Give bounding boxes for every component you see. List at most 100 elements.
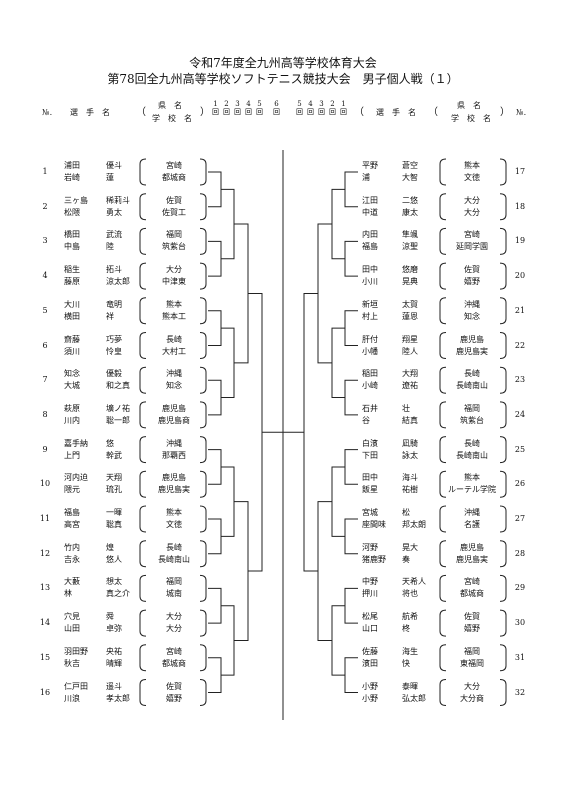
player2-last-name: 押川 xyxy=(362,589,378,599)
bracket-line xyxy=(234,223,249,364)
player1-first-name: 竜明 xyxy=(106,299,122,309)
round-label: 2回 xyxy=(329,100,336,116)
header-school-left: 学 校 名 xyxy=(152,114,192,123)
bracket-line xyxy=(221,188,235,260)
player2-first-name: 康太 xyxy=(402,207,418,217)
player2-first-name: 大智 xyxy=(402,173,418,182)
player2-first-name: 祐樹 xyxy=(402,485,418,495)
school-paren-open xyxy=(139,644,147,672)
player2-first-name: 結真 xyxy=(402,415,418,425)
player2-first-name: 詠太 xyxy=(402,450,418,460)
prefecture: 福岡 xyxy=(166,230,182,240)
school-paren-close xyxy=(199,158,207,186)
player2-first-name: 快 xyxy=(402,658,410,668)
player1-last-name: 福島 xyxy=(64,508,80,517)
school-paren-open xyxy=(439,644,447,672)
round-label: 4回 xyxy=(245,100,252,116)
school-name: 筑紫台 xyxy=(162,242,186,252)
player1-first-name: 想太 xyxy=(106,577,122,587)
player2-last-name: 上門 xyxy=(64,450,80,460)
player2-last-name: 福島 xyxy=(362,242,378,252)
school-name: 延岡学園 xyxy=(456,242,488,252)
school-paren-close xyxy=(199,366,207,394)
school-paren-open xyxy=(139,609,147,637)
prefecture: 大分 xyxy=(464,681,480,691)
player2-first-name: 和之真 xyxy=(106,381,130,391)
player1-last-name: 嘉手納 xyxy=(64,438,88,448)
player1-first-name: 凪騎 xyxy=(402,438,418,448)
prefecture: 佐賀 xyxy=(464,265,480,275)
player2-last-name: 濱田 xyxy=(362,658,378,668)
school-name: 大分商 xyxy=(460,693,484,703)
player2-last-name: 林 xyxy=(64,589,72,599)
round-label: 1回 xyxy=(340,100,347,116)
school-name: 鹿児島商 xyxy=(158,415,190,425)
prefecture: 長崎 xyxy=(166,542,182,552)
school-paren-close xyxy=(199,540,207,568)
school-paren-open xyxy=(439,158,447,186)
entry-number: 16 xyxy=(39,687,51,697)
bracket-line xyxy=(208,379,222,416)
player2-first-name: 涼聖 xyxy=(402,242,418,252)
prefecture: 長崎 xyxy=(464,438,480,448)
header-paren-open-right: （ xyxy=(354,107,364,118)
school-name: 都城商 xyxy=(460,589,484,599)
entry-number: 21 xyxy=(514,305,526,315)
school-paren-open xyxy=(139,366,147,394)
player1-first-name: 二悠 xyxy=(402,195,418,205)
entry-number: 9 xyxy=(42,444,48,454)
player1-last-name: 内田 xyxy=(362,230,378,240)
school-paren-close xyxy=(499,574,507,602)
player1-last-name: 知念 xyxy=(64,369,80,379)
school-paren-open xyxy=(139,158,147,186)
school-name: 東福岡 xyxy=(460,658,484,668)
player1-first-name: 大翔 xyxy=(402,369,418,379)
bracket-line xyxy=(208,518,222,555)
school-paren-open xyxy=(139,540,147,568)
prefecture: 宮崎 xyxy=(166,646,182,656)
school-paren-open xyxy=(439,332,447,359)
player1-last-name: 白濱 xyxy=(362,438,378,448)
player1-last-name: 齋藤 xyxy=(64,334,80,344)
header-player-left: 選 手 名 xyxy=(70,108,110,117)
player1-last-name: 穴見 xyxy=(64,612,80,622)
school-paren-close xyxy=(499,401,507,429)
prefecture: 宮崎 xyxy=(464,230,480,240)
school-name: 都城商 xyxy=(162,173,186,182)
player1-last-name: 田中 xyxy=(362,473,378,483)
entry-number: 7 xyxy=(42,375,48,385)
player2-last-name: 須川 xyxy=(64,346,80,356)
player1-first-name: 壙ノ祐 xyxy=(106,403,130,413)
entry-number: 20 xyxy=(514,271,526,281)
player2-first-name: 孝太郎 xyxy=(106,693,130,703)
player2-last-name: 藤原 xyxy=(64,277,80,287)
school-name: 文徳 xyxy=(464,173,480,182)
school-name: 熊本工 xyxy=(162,311,186,321)
school-paren-close xyxy=(199,297,207,325)
player2-last-name: 横田 xyxy=(64,311,80,321)
player1-last-name: 稲生 xyxy=(64,265,80,275)
entry-number: 8 xyxy=(42,409,48,419)
player2-last-name: 秋吉 xyxy=(64,658,80,668)
player2-first-name: 涼太郎 xyxy=(106,277,130,287)
player2-last-name: 座間味 xyxy=(362,520,386,529)
player1-last-name: 大川 xyxy=(64,299,80,309)
school-paren-close xyxy=(199,574,207,602)
school-paren-close xyxy=(499,366,507,394)
player1-first-name: 太賀 xyxy=(402,299,418,309)
player1-last-name: 羽田野 xyxy=(64,646,88,656)
prefecture: 熊本 xyxy=(166,299,182,309)
school-paren-open xyxy=(439,505,447,533)
player2-first-name: 聡真 xyxy=(106,520,122,529)
school-paren-open xyxy=(139,505,147,533)
player1-last-name: 江田 xyxy=(362,195,378,205)
player1-first-name: 舜 xyxy=(106,612,114,622)
school-paren-open xyxy=(139,470,147,498)
school-paren-close xyxy=(499,644,507,672)
school-name: 大分 xyxy=(464,207,480,217)
entry-number: 3 xyxy=(42,236,48,246)
player2-last-name: 猪鹿野 xyxy=(362,554,386,564)
bracket-line xyxy=(208,587,222,624)
player1-last-name: 橋田 xyxy=(64,230,80,240)
